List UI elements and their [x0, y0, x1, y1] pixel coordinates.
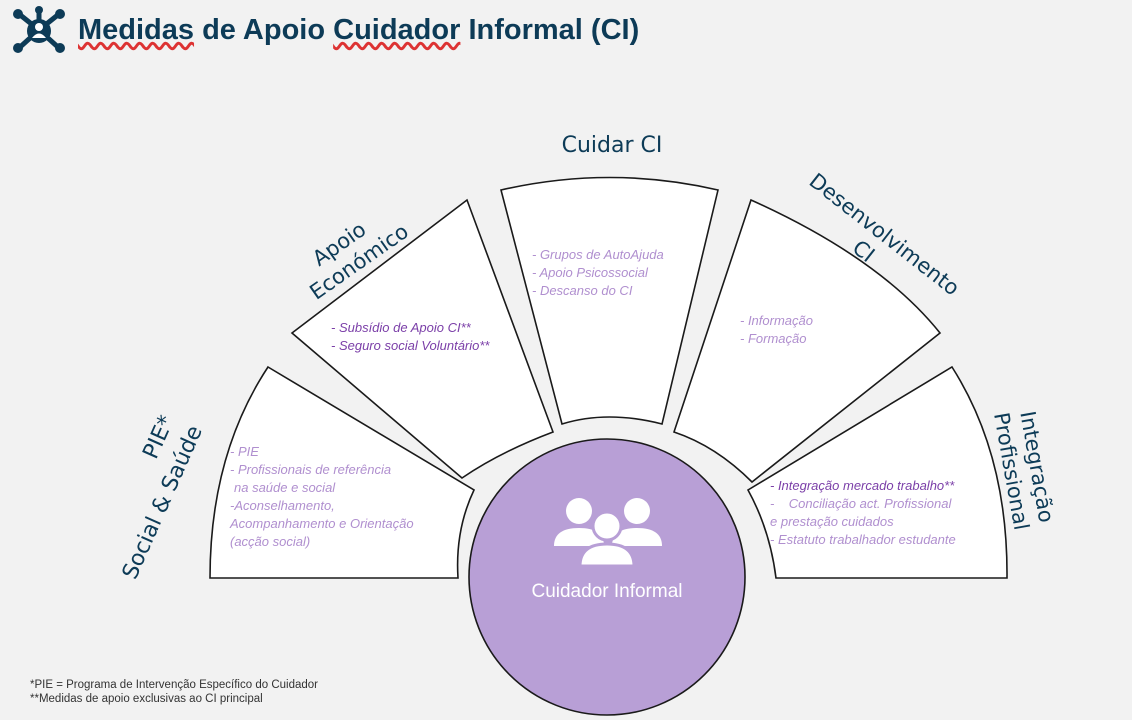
label-cuidar: Cuidar CI: [562, 133, 663, 158]
center-circle: [468, 438, 746, 716]
list-item: na saúde e social: [234, 480, 336, 495]
list-item: - Informação: [740, 313, 813, 328]
list-item: (acção social): [230, 534, 310, 549]
list-item: - Integração mercado trabalho**: [770, 478, 955, 493]
network-people-icon: [13, 6, 65, 53]
title-word-medidas: Medidas: [78, 13, 195, 46]
footnote-exclusive: **Medidas de apoio exclusivas ao CI prin…: [30, 693, 263, 705]
page-title: Medidas de Apoio Cuidador Informal (CI): [78, 14, 639, 47]
list-item: - Apoio Psicossocial: [532, 265, 649, 280]
segment-integracao: [746, 365, 1008, 579]
list-item: - PIE: [230, 444, 259, 459]
segment-economico: [290, 198, 555, 480]
group-people-icon: [554, 498, 662, 568]
footnotes: *PIE = Programa de Intervenção Específic…: [30, 678, 318, 706]
list-item: Acompanhamento e Orientação: [229, 516, 414, 531]
list-item: - Formação: [740, 331, 806, 346]
list-item: -Aconselhamento,: [230, 498, 335, 513]
label-social: PIE* Social & Saúde: [118, 412, 208, 583]
list-item: - Profissionais de referência: [230, 462, 391, 477]
list-item: - Grupos de AutoAjuda: [532, 247, 664, 262]
footnote-pie: *PIE = Programa de Intervenção Específic…: [30, 679, 318, 691]
center-label: Cuidador Informal: [531, 581, 682, 602]
list-item: - Seguro social Voluntário**: [331, 338, 490, 353]
list-item: - Subsídio de Apoio CI**: [331, 320, 472, 335]
list-item: - Estatuto trabalhador estudante: [770, 532, 956, 547]
title-word-apoio: de Apoio: [194, 13, 334, 46]
title-word-informal: Informal (CI): [460, 13, 640, 46]
title-word-cuidador: Cuidador: [333, 13, 461, 46]
list-item: e prestação cuidados: [770, 514, 894, 529]
segment-cuidar: [500, 176, 719, 426]
title-bar: Medidas de Apoio Cuidador Informal (CI): [10, 4, 639, 56]
segment-desenvolvimento: [672, 198, 942, 484]
list-item: - Conciliação act. Profissional: [770, 496, 952, 511]
segment-social: [209, 365, 476, 579]
list-item: - Descanso do CI: [532, 283, 633, 298]
